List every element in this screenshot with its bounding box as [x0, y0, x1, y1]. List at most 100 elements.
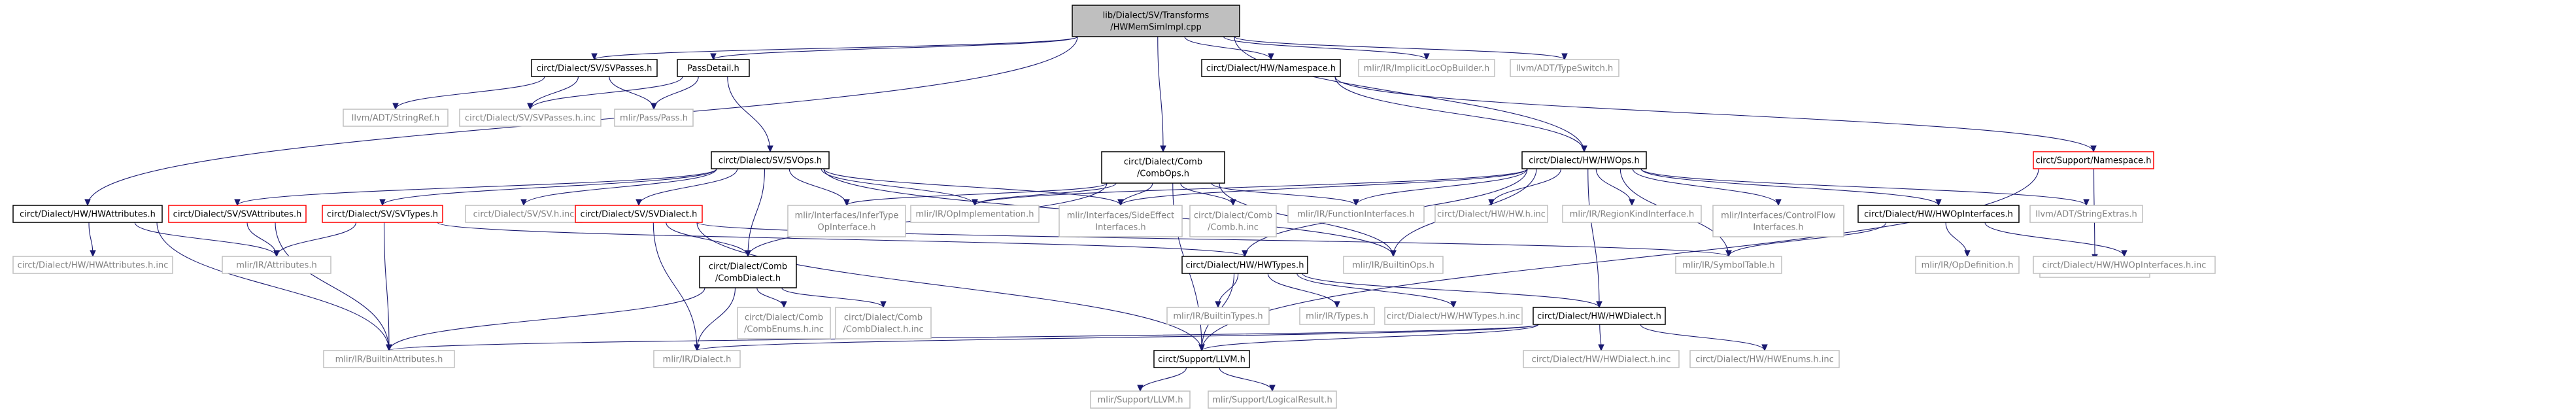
node-svpasses[interactable]: circt/Dialect/SV/SVPasses.h: [531, 59, 658, 77]
node-label: circt/Dialect/Comb: [1194, 211, 1272, 221]
node-label: /Comb.h.inc: [1208, 223, 1259, 233]
node-svtypes[interactable]: circt/Dialect/SV/SVTypes.h: [322, 205, 443, 223]
node-builtinattrs[interactable]: mlir/IR/BuiltinAttributes.h: [323, 350, 455, 368]
node-hwattrsinc[interactable]: circt/Dialect/HW/HWAttributes.h.inc: [12, 256, 173, 274]
node-label: lib/Dialect/SV/Transforms: [1103, 11, 1210, 21]
node-symboltable[interactable]: mlir/IR/SymbolTable.h: [1675, 256, 1782, 274]
node-logicalresult[interactable]: mlir/Support/LogicalResult.h: [1208, 390, 1337, 409]
edge-hwopif-to-symboltable: [1725, 222, 1887, 258]
node-hwtypes[interactable]: circt/Dialect/HW/HWTypes.h: [1181, 256, 1308, 274]
node-box: [1189, 205, 1277, 237]
node-combinc[interactable]: circt/Dialect/Comb/Comb.h.inc: [1189, 205, 1277, 237]
edge-hwnamespace-to-hwops: [1334, 76, 1587, 153]
edge-svops-to-combdialect: [745, 168, 766, 258]
edge-combdialect-to-combenumsinc: [756, 287, 787, 309]
node-combdialectinc[interactable]: circt/Dialect/Comb/CombDialect.h.inc: [835, 307, 932, 339]
node-svdialect[interactable]: circt/Dialect/SV/SVDialect.h: [575, 205, 703, 223]
node-svops[interactable]: circt/Dialect/SV/SVOps.h: [711, 151, 830, 169]
node-label: mlir/IR/SymbolTable.h: [1682, 261, 1774, 271]
node-svattrs[interactable]: circt/Dialect/SV/SVAttributes.h: [168, 205, 307, 223]
edge-combops-to-sideeffect: [1117, 182, 1153, 207]
node-root[interactable]: lib/Dialect/SV/Transforms/HWMemSimImpl.c…: [1072, 5, 1240, 37]
node-label: circt/Support/Namespace.h: [2035, 156, 2151, 166]
edge-hwops-to-hwdialect: [1587, 168, 1602, 309]
node-hwdialect[interactable]: circt/Dialect/HW/HWDialect.h: [1533, 307, 1666, 325]
node-stringref[interactable]: llvm/ADT/StringRef.h: [343, 109, 449, 127]
node-label: circt/Dialect/HW/HWAttributes.h: [20, 210, 156, 220]
node-funcif[interactable]: mlir/IR/FunctionInterfaces.h: [1287, 205, 1425, 223]
arrow-head: [1423, 53, 1430, 61]
node-combdialect[interactable]: circt/Dialect/Comb/CombDialect.h: [699, 256, 797, 288]
node-mlirdialect[interactable]: mlir/IR/Dialect.h: [653, 350, 741, 368]
node-hwopif[interactable]: circt/Dialect/HW/HWOpInterfaces.h: [1857, 205, 2020, 223]
node-box: [1510, 59, 1619, 77]
node-label: circt/Dialect/SV/SVTypes.h: [327, 210, 438, 220]
node-box: [1562, 205, 1702, 223]
arrow-head: [1269, 385, 1276, 392]
node-typeswitch[interactable]: llvm/ADT/TypeSwitch.h: [1510, 59, 1619, 77]
node-supportllvm[interactable]: circt/Support/LLVM.h: [1153, 350, 1250, 368]
node-combops[interactable]: circt/Dialect/Comb/CombOps.h: [1101, 151, 1225, 184]
edge-svattrs-to-builtinattrs: [275, 222, 392, 352]
node-hwenumsinc[interactable]: circt/Dialect/HW/HWEnums.h.inc: [1689, 350, 1840, 368]
node-hwops[interactable]: circt/Dialect/HW/HWOps.h: [1521, 151, 1647, 169]
node-mlirllvm[interactable]: mlir/Support/LLVM.h: [1090, 390, 1191, 409]
node-label: circt/Dialect/HW/HWDialect.h.inc: [1532, 355, 1671, 365]
node-label: /CombEnums.h.inc: [744, 325, 824, 335]
node-opdef[interactable]: mlir/IR/OpDefinition.h: [1915, 256, 2020, 274]
arrow-head: [1117, 199, 1124, 207]
node-label: mlir/IR/Attributes.h: [236, 261, 316, 271]
arrow-head: [1596, 301, 1602, 309]
node-implicitlocop[interactable]: mlir/IR/ImplicitLocOpBuilder.h: [1358, 59, 1495, 77]
node-supportns[interactable]: circt/Support/Namespace.h: [2033, 151, 2154, 169]
edge-hwops-to-hwinc: [1488, 168, 1562, 207]
arrow-head: [651, 103, 657, 111]
arrow-head: [1581, 145, 1587, 153]
node-box: [1072, 5, 1240, 37]
node-mlirpass[interactable]: mlir/Pass/Pass.h: [614, 109, 694, 127]
node-passdetail[interactable]: PassDetail.h: [677, 59, 750, 77]
node-label: mlir/IR/RegionKindInterface.h: [1570, 210, 1695, 220]
arrow-head: [2090, 145, 2097, 153]
edge-hwops-to-sideeffect: [1117, 168, 1528, 207]
node-svinc[interactable]: circt/Dialect/SV/SV.h.inc: [465, 205, 583, 223]
node-hwopifinc[interactable]: circt/Dialect/HW/HWOpInterfaces.h.inc: [2033, 256, 2216, 274]
node-label: llvm/ADT/StringRef.h: [352, 114, 439, 124]
arrow-head: [1725, 250, 1732, 258]
edge-passdetail-to-svops: [727, 76, 773, 153]
node-mlirtypes[interactable]: mlir/IR/Types.h: [1299, 307, 1375, 325]
edge-hwtypes-to-hwtypesinc: [1296, 273, 1457, 309]
node-builtintypes[interactable]: mlir/IR/BuiltinTypes.h: [1166, 307, 1270, 325]
node-box: [12, 256, 173, 274]
node-builtinops[interactable]: mlir/IR/BuiltinOps.h: [1343, 256, 1444, 274]
node-hwnamespace[interactable]: circt/Dialect/HW/Namespace.h: [1201, 59, 1341, 77]
node-label: circt/Dialect/Comb: [709, 262, 787, 272]
node-label: circt/Dialect/SV/SVOps.h: [719, 156, 822, 166]
arrow-head: [234, 199, 241, 207]
node-box: [12, 205, 163, 223]
node-svpassesinc[interactable]: circt/Dialect/SV/SVPasses.h.inc: [459, 109, 602, 127]
node-regionkind[interactable]: mlir/IR/RegionKindInterface.h: [1562, 205, 1702, 223]
node-stringextras[interactable]: llvm/ADT/StringExtras.h: [2029, 205, 2143, 223]
node-opimpl[interactable]: mlir/IR/OpImplementation.h: [910, 205, 1040, 223]
node-hwdialectinc[interactable]: circt/Dialect/HW/HWDialect.h.inc: [1523, 350, 1680, 368]
node-hwinc[interactable]: circt/Dialect/HW/HW.h.inc: [1434, 205, 1548, 223]
edge-svdialect-to-combdialect: [666, 222, 751, 258]
edge-hwops-to-regionkind: [1595, 168, 1635, 207]
node-label: circt/Dialect/SV/SVPasses.h.inc: [465, 114, 596, 124]
node-mlirattrs[interactable]: mlir/IR/Attributes.h: [222, 256, 331, 274]
arrow-head: [1935, 199, 1942, 207]
node-hwtypesinc[interactable]: circt/Dialect/HW/HWTypes.h.inc: [1384, 307, 1523, 325]
node-label: mlir/IR/BuiltinOps.h: [1352, 261, 1434, 271]
edge-svtypes-to-hwtypes: [437, 222, 1248, 258]
node-hwattrs[interactable]: circt/Dialect/HW/HWAttributes.h: [12, 205, 163, 223]
edge-svops-to-svinc: [520, 168, 717, 207]
node-box: [1358, 59, 1495, 77]
edge-root-to-typeswitch: [1234, 36, 1568, 61]
node-combenumsinc[interactable]: circt/Dialect/Comb/CombEnums.h.inc: [737, 307, 831, 339]
node-box: [459, 109, 602, 127]
edge-hwdialect-to-mlirdialect: [694, 324, 1539, 352]
